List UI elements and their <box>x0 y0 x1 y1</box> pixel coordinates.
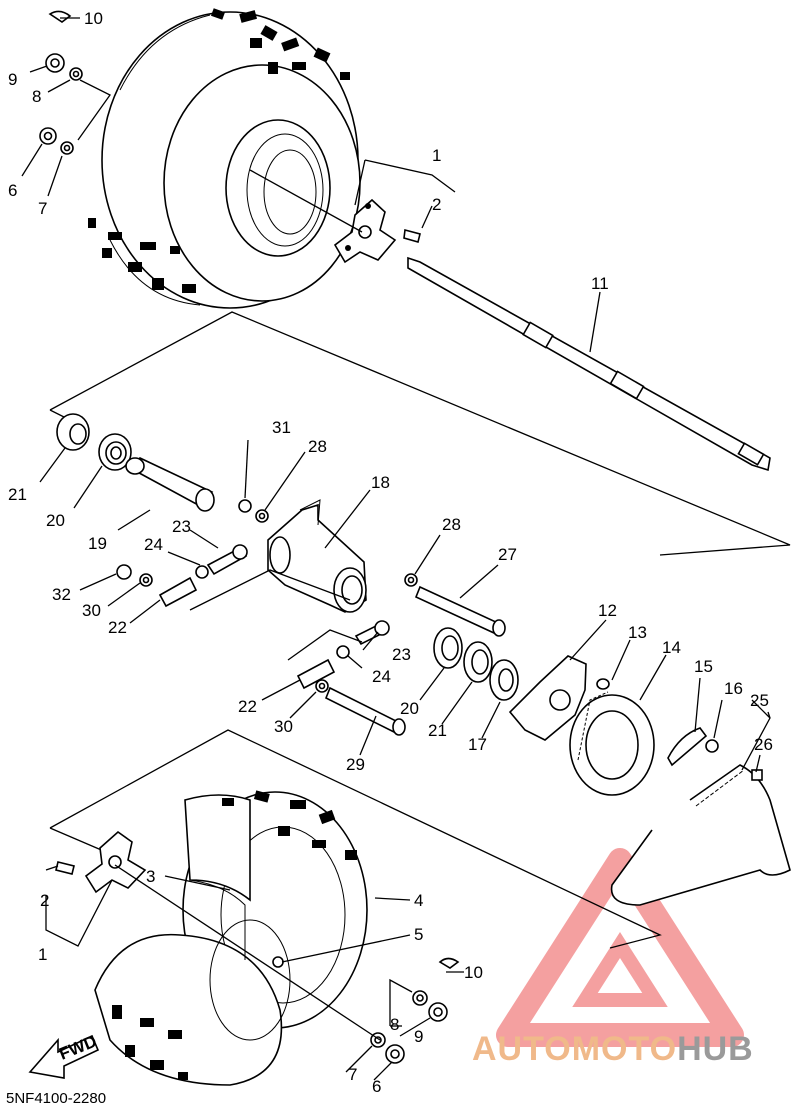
fwd-arrow-icon: FWD <box>28 1032 99 1079</box>
callout-23b: 23 <box>392 645 411 664</box>
callout-27: 27 <box>498 545 517 564</box>
callout-9b: 9 <box>414 1027 423 1046</box>
top-leader-lines <box>21 17 601 353</box>
callout-2b: 2 <box>40 891 49 910</box>
top-fasteners <box>39 10 83 155</box>
callout-8b: 8 <box>390 1015 399 1034</box>
callout-30: 30 <box>82 601 101 620</box>
top-tire <box>101 11 361 309</box>
callout-1: 1 <box>432 146 441 165</box>
callout-2: 2 <box>432 195 441 214</box>
middle-leader-lines <box>39 439 771 773</box>
callout-10: 10 <box>84 9 103 28</box>
rear-axle <box>407 256 771 472</box>
callout-4: 4 <box>414 891 423 910</box>
callout-19: 19 <box>88 534 107 553</box>
bearing-left <box>56 413 132 471</box>
callout-26: 26 <box>754 735 773 754</box>
callout-7: 7 <box>38 199 47 218</box>
callout-17: 17 <box>468 735 487 754</box>
callout-numbers: 10 9 8 6 7 1 2 11 31 28 18 21 20 19 23 2… <box>8 9 773 1096</box>
callout-21: 21 <box>8 485 27 504</box>
callout-23: 23 <box>172 517 191 536</box>
callout-6b: 6 <box>372 1077 381 1096</box>
callout-11: 11 <box>591 274 609 293</box>
watermark-text: AUTOMOTOHUB <box>472 1030 754 1069</box>
callout-28: 28 <box>308 437 327 456</box>
chain-guard <box>667 727 719 767</box>
bottom-tire <box>94 791 368 1086</box>
callout-28b: 28 <box>442 515 461 534</box>
callout-20: 20 <box>46 511 65 530</box>
callout-32: 32 <box>52 585 71 604</box>
callout-7b: 7 <box>348 1065 357 1084</box>
callout-21b: 21 <box>428 721 447 740</box>
watermark-part2: HUB <box>677 1030 754 1068</box>
callout-24: 24 <box>144 535 163 554</box>
middle-fasteners <box>116 499 506 736</box>
diagram-code: 5NF4100-2280 <box>6 1090 107 1107</box>
bearings-right <box>433 627 519 701</box>
callout-5: 5 <box>414 925 423 944</box>
top-wheel-hub <box>249 169 421 264</box>
callout-16: 16 <box>724 679 743 698</box>
callout-13: 13 <box>628 623 647 642</box>
callout-12: 12 <box>598 601 617 620</box>
bottom-leader-lines <box>45 864 464 1081</box>
callout-9: 9 <box>8 70 17 89</box>
callout-20b: 20 <box>400 699 419 718</box>
callout-18: 18 <box>371 473 390 492</box>
middle-outline <box>49 311 791 556</box>
callout-25: 25 <box>750 691 769 710</box>
callout-3: 3 <box>146 867 155 886</box>
callout-22b: 22 <box>238 697 257 716</box>
callout-6: 6 <box>8 181 17 200</box>
callout-24b: 24 <box>372 667 391 686</box>
top-tire-tread <box>88 8 350 293</box>
callout-30b: 30 <box>274 717 293 736</box>
drive-chain <box>610 764 791 906</box>
spacer-tube <box>125 457 215 512</box>
bottom-fasteners <box>272 956 460 1064</box>
axle-housing <box>267 499 367 613</box>
sprocket-hub <box>508 655 610 741</box>
watermark-triangle <box>496 848 744 1047</box>
callout-8: 8 <box>32 87 41 106</box>
bottom-tire-tread <box>112 790 357 1080</box>
bottom-wheel-hub <box>55 830 147 894</box>
callout-31: 31 <box>272 418 291 437</box>
callout-15: 15 <box>694 657 713 676</box>
callout-29: 29 <box>346 755 365 774</box>
callout-22: 22 <box>108 618 127 637</box>
callout-1b: 1 <box>38 945 47 964</box>
callout-14: 14 <box>662 638 681 657</box>
watermark-part1: AUTOMOTO <box>472 1030 678 1068</box>
sprocket <box>569 691 655 796</box>
callout-10b: 10 <box>464 963 483 982</box>
